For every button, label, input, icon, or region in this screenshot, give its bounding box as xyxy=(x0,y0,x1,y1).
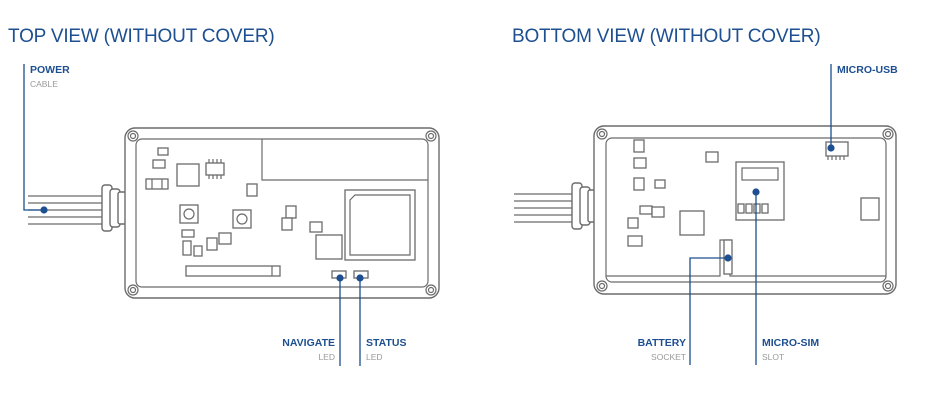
navigate-callout-dot xyxy=(336,274,344,282)
top-power-cable xyxy=(28,184,127,232)
bottom-view: BOTTOM VIEW (WITHOUT COVER) xyxy=(512,26,898,365)
micro-sim-label: MICRO-SIM xyxy=(762,337,819,349)
navigate-sublabel: LED xyxy=(318,352,335,362)
navigate-label: NAVIGATE xyxy=(282,337,335,349)
micro-sim-leader xyxy=(752,188,760,365)
bottom-view-title: BOTTOM VIEW (WITHOUT COVER) xyxy=(512,26,820,47)
status-sublabel: LED xyxy=(366,352,383,362)
micro-usb-label: MICRO-USB xyxy=(837,64,898,76)
status-label: STATUS xyxy=(366,337,406,349)
battery-sublabel: SOCKET xyxy=(651,352,686,362)
power-callout-dot xyxy=(40,206,48,214)
top-view-title: TOP VIEW (WITHOUT COVER) xyxy=(8,26,275,47)
status-leader xyxy=(356,274,364,366)
power-sublabel: CABLE xyxy=(30,79,58,89)
micro-sim-sublabel: SLOT xyxy=(762,352,784,362)
power-label: POWER xyxy=(30,64,70,76)
status-callout-dot xyxy=(356,274,364,282)
top-components xyxy=(145,147,416,279)
micro-usb-callout-dot xyxy=(827,144,835,152)
power-leader xyxy=(23,64,48,214)
micro-sim-callout-dot xyxy=(752,188,760,196)
battery-callout-dot xyxy=(724,254,732,262)
top-view: TOP VIEW (WITHOUT COVER) xyxy=(8,26,440,366)
navigate-leader xyxy=(336,274,344,366)
battery-label: BATTERY xyxy=(638,337,686,349)
bottom-cable xyxy=(514,182,597,230)
micro-usb-leader xyxy=(827,64,835,152)
battery-leader xyxy=(689,254,732,365)
bottom-components xyxy=(627,139,880,275)
